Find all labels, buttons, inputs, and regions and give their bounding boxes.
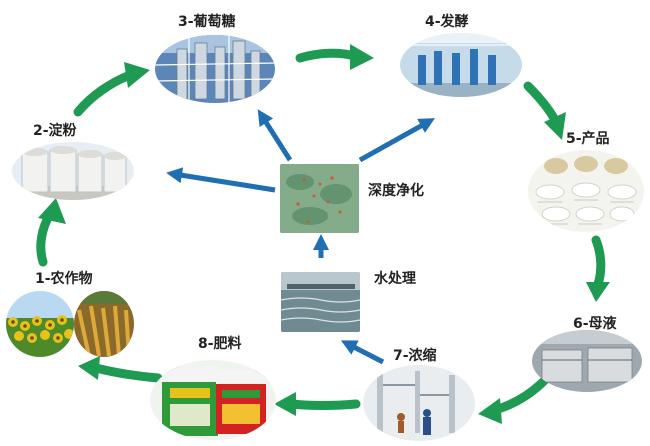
purify-label: 深度净化 (368, 183, 424, 199)
ferment-image (400, 33, 522, 97)
starch-label: 2-淀粉 (33, 123, 77, 139)
purify-image (280, 164, 359, 233)
crop-label: 1-农作物 (35, 271, 93, 287)
arrow-concen-to-water (340, 340, 385, 365)
glucose-label: 3-葡萄糖 (178, 14, 236, 30)
arrow-starch-to-glucose (73, 62, 150, 117)
arrow-purify-to-starch (166, 167, 276, 193)
fert-image (150, 360, 276, 440)
water-label: 水处理 (374, 271, 416, 287)
arrow-glucose-to-ferment (295, 44, 374, 70)
arrow-mother-to-concen (478, 375, 550, 424)
arrow-concen-to-fert (274, 392, 361, 416)
arrow-crop-to-starch (36, 198, 66, 267)
product-image (528, 150, 644, 232)
mother-label: 6-母液 (573, 316, 617, 332)
arrow-product-to-mother (586, 235, 610, 302)
crop-image (5, 290, 135, 358)
arrow-purify-to-ferment (358, 118, 435, 163)
concen-image (363, 365, 475, 441)
fert-label: 8-肥料 (198, 336, 242, 352)
mother-image (532, 330, 642, 392)
concen-label: 7-浓缩 (393, 348, 437, 364)
starch-image (12, 142, 134, 200)
arrow-fert-to-crop (78, 356, 163, 383)
arrow-purify-to-glucose (257, 109, 293, 162)
product-label: 5-产品 (566, 131, 610, 147)
glucose-image (155, 35, 275, 103)
water-image (281, 272, 360, 332)
ferment-label: 4-发酵 (425, 14, 469, 30)
arrow-ferment-to-product (523, 81, 566, 140)
